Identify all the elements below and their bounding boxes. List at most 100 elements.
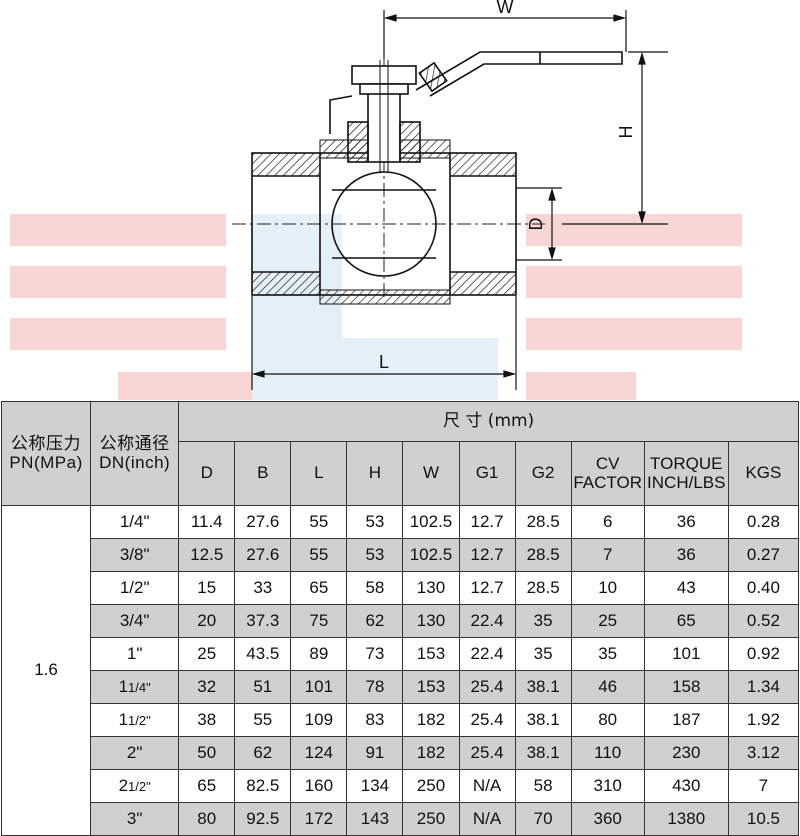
- cell-torque: 36: [643, 505, 729, 539]
- cell-w: 102.5: [402, 505, 460, 539]
- cell-d: 38: [178, 703, 236, 737]
- column-header-d: D: [178, 441, 236, 506]
- cell-l: 89: [290, 637, 348, 671]
- cell-h: 73: [346, 637, 404, 671]
- column-header-line1: H: [368, 463, 382, 483]
- cell-h: 53: [346, 538, 404, 572]
- watermark-blocks: [10, 214, 742, 400]
- cell-g2: 58: [514, 769, 572, 803]
- cell-g1: 12.7: [458, 505, 516, 539]
- cell-h: 78: [346, 670, 404, 704]
- cell-d: 15: [178, 571, 236, 605]
- column-header-line1: D: [200, 463, 213, 483]
- cell-b: 27.6: [234, 538, 292, 572]
- cell-torque: 158: [643, 670, 729, 704]
- valve-section-drawing: W H D L: [10, 0, 742, 400]
- size-main: 3/8": [119, 544, 150, 564]
- cell-d: 32: [178, 670, 236, 704]
- cell-h: 83: [346, 703, 404, 737]
- cell-b: 37.3: [234, 604, 292, 638]
- cell-h: 134: [346, 769, 404, 803]
- cell-kgs: 3.12: [727, 736, 800, 770]
- cell-d: 20: [178, 604, 236, 638]
- column-header-line1: L: [314, 463, 324, 483]
- cell-w: 130: [402, 604, 460, 638]
- size-fraction: 1/4": [128, 679, 151, 695]
- size-fraction: 1/2": [128, 778, 151, 794]
- cell-cv: 25: [570, 604, 645, 638]
- column-header-line1: G2: [531, 463, 555, 483]
- column-header-line2: FACTOR: [573, 472, 642, 492]
- cell-b: 51: [234, 670, 292, 704]
- valve-handle: [329, 51, 623, 134]
- cell-cv: 7: [570, 538, 645, 572]
- pressure-header-cn: 公称压力: [11, 433, 82, 454]
- cell-g2: 38.1: [514, 703, 572, 737]
- cell-cv: 10: [570, 571, 645, 605]
- size-cell: 3/4": [90, 604, 180, 638]
- size-main: 2": [126, 742, 143, 762]
- size-cell: 3/8": [90, 538, 180, 572]
- size-main: 2: [118, 775, 129, 795]
- cell-torque: 36: [643, 538, 729, 572]
- cell-kgs: 10.5: [727, 802, 800, 836]
- diameter-header-cn: 公称通径: [99, 433, 170, 454]
- column-header-line1: W: [422, 463, 439, 483]
- size-main: 3/4": [119, 610, 150, 630]
- cell-h: 58: [346, 571, 404, 605]
- cell-h: 53: [346, 505, 404, 539]
- cell-kgs: 7: [727, 769, 800, 803]
- cell-torque: 230: [643, 736, 729, 770]
- cell-l: 160: [290, 769, 348, 803]
- dimension-label-w: W: [497, 0, 514, 17]
- column-header-b: B: [234, 441, 292, 506]
- size-cell: 1": [90, 637, 180, 671]
- cell-w: 250: [402, 769, 460, 803]
- column-header-l: L: [290, 441, 348, 506]
- cell-b: 55: [234, 703, 292, 737]
- cell-kgs: 1.34: [727, 670, 800, 704]
- cell-g2: 28.5: [514, 505, 572, 539]
- cell-cv: 46: [570, 670, 645, 704]
- size-main: 1": [126, 643, 143, 663]
- size-main: 1: [118, 709, 129, 729]
- cell-torque: 65: [643, 604, 729, 638]
- cell-torque: 101: [643, 637, 729, 671]
- column-header-line1: CV: [595, 453, 620, 473]
- cell-kgs: 0.27: [727, 538, 800, 572]
- cell-g1: N/A: [458, 802, 516, 836]
- cell-l: 109: [290, 703, 348, 737]
- cell-d: 50: [178, 736, 236, 770]
- pressure-value: 1.6: [0, 505, 92, 836]
- size-main: 1/2": [119, 577, 150, 597]
- cell-kgs: 0.92: [727, 637, 800, 671]
- cell-h: 91: [346, 736, 404, 770]
- cell-kgs: 0.52: [727, 604, 800, 638]
- column-header-line1: G1: [475, 463, 499, 483]
- cell-d: 11.4: [178, 505, 236, 539]
- dimension-group-title: 尺 寸 (mm): [178, 401, 799, 442]
- cell-g1: 25.4: [458, 736, 516, 770]
- cell-h: 143: [346, 802, 404, 836]
- cell-b: 82.5: [234, 769, 292, 803]
- size-cell: 1/2": [90, 571, 180, 605]
- cell-d: 65: [178, 769, 236, 803]
- cell-w: 182: [402, 736, 460, 770]
- cell-g2: 38.1: [514, 670, 572, 704]
- dimension-label-h: H: [616, 126, 636, 139]
- cell-g1: 22.4: [458, 604, 516, 638]
- dimension-label-l: L: [379, 352, 389, 372]
- cell-g2: 28.5: [514, 571, 572, 605]
- cell-g1: N/A: [458, 769, 516, 803]
- cell-torque: 43: [643, 571, 729, 605]
- cell-l: 65: [290, 571, 348, 605]
